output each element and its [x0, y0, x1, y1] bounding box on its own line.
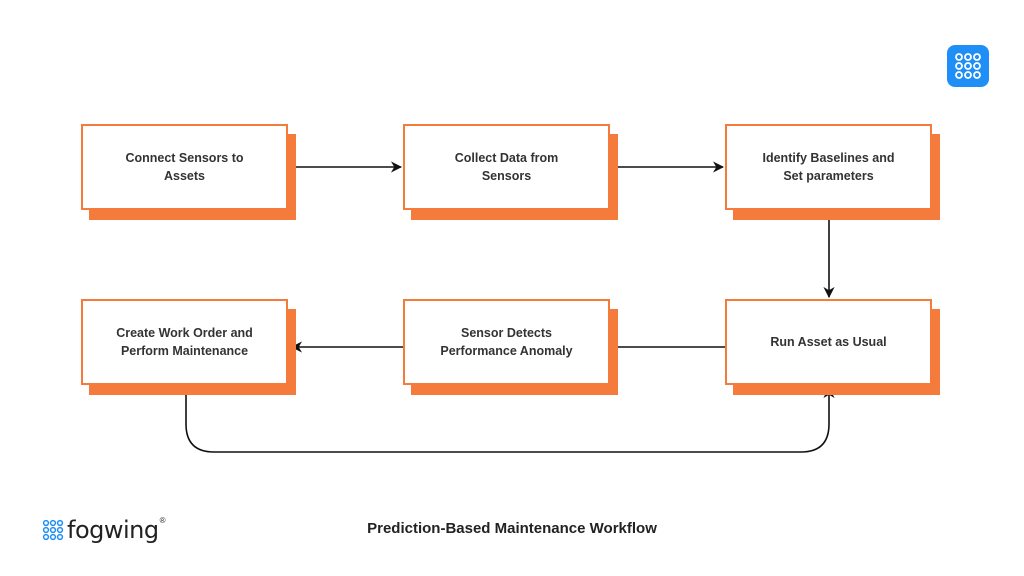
node-identify-baselines: Identify Baselines and Set parameters: [725, 124, 940, 220]
edge-workorder-to-run: [185, 386, 835, 453]
node-label: Connect Sensors to Assets: [125, 151, 244, 183]
brand-logo: fogwing ®: [42, 515, 166, 545]
registered-mark: ®: [159, 516, 166, 525]
node-box: Run Asset as Usual: [725, 299, 932, 385]
node-box: Identify Baselines and Set parameters: [725, 124, 932, 210]
node-label: Run Asset as Usual: [770, 335, 887, 349]
node-collect-data: Collect Data from Sensors: [403, 124, 618, 220]
node-box: Sensor Detects Performance Anomaly: [403, 299, 610, 385]
brand-name: fogwing: [67, 516, 159, 544]
node-box: Collect Data from Sensors: [403, 124, 610, 210]
node-label: Create Work Order and Perform Maintenanc…: [116, 326, 253, 358]
diagram-caption: Prediction-Based Maintenance Workflow: [367, 520, 657, 537]
dot-grid-icon: [42, 519, 64, 541]
node-connect-sensors: Connect Sensors to Assets: [81, 124, 296, 220]
node-sensor-detects: Sensor Detects Performance Anomaly: [403, 299, 618, 395]
node-label: Identify Baselines and Set parameters: [762, 151, 895, 183]
app-grid-icon[interactable]: [947, 45, 989, 87]
node-label: Collect Data from Sensors: [454, 151, 559, 183]
node-run-asset: Run Asset as Usual: [725, 299, 940, 395]
node-box: Create Work Order and Perform Maintenanc…: [81, 299, 288, 385]
node-create-work-order: Create Work Order and Perform Maintenanc…: [81, 299, 296, 395]
node-label: Sensor Detects Performance Anomaly: [440, 326, 573, 358]
node-box: Connect Sensors to Assets: [81, 124, 288, 210]
